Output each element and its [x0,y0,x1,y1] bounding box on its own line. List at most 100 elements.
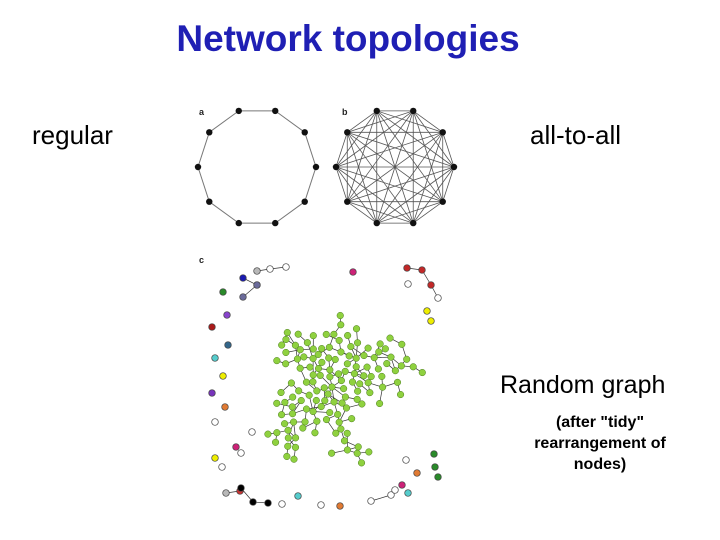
random-node [309,371,317,379]
random-node [321,397,329,405]
complete-edge [346,132,414,224]
isolated-node [223,311,231,319]
random-node [311,429,319,437]
random-node [378,372,386,380]
complete-node [373,219,380,227]
ring-node [272,219,279,227]
ring-edge [304,132,317,168]
random-node [281,420,289,428]
isolated-node [237,449,245,457]
random-node [348,378,357,386]
random-node [381,345,389,353]
complete-edge [347,110,378,133]
random-node [342,404,351,412]
complete-edge [412,132,444,224]
complete-edge [376,110,443,133]
random-node [317,403,325,411]
ring-node [301,129,308,136]
random-node [330,330,338,338]
component-node [239,274,247,282]
component-node [239,293,247,301]
random-node [393,378,402,386]
random-node [418,368,426,377]
random-node [281,398,289,406]
panel-letter-c: c [199,255,205,265]
random-node [287,379,295,387]
ring-edge [208,201,240,224]
random-node [300,353,308,361]
random-node [309,345,317,353]
complete-edge [442,132,455,168]
note-line-2: rearrangement of [534,435,666,452]
isolated-node [211,354,219,362]
isolated-node [402,456,410,464]
random-node [343,446,351,454]
random-node [283,328,291,337]
random-node [344,331,352,340]
random-node [289,393,297,401]
random-node [383,360,391,368]
component-node [367,497,375,505]
complete-edge [335,166,414,224]
random-node [290,418,298,426]
isolated-node [404,489,412,497]
isolated-node [434,473,442,481]
random-node [294,330,302,338]
random-node [337,321,345,329]
random-node [295,387,303,395]
complete-node [439,198,446,205]
isolated-node [208,389,216,397]
random-node [347,343,355,351]
ring-node [312,163,320,171]
complete-edge [335,110,414,168]
random-graph-note: (after "tidy" rearrangement of nodes) [518,412,682,475]
isolated-node [398,481,406,489]
complete-edge [346,132,378,224]
component-node [237,484,245,492]
complete-edge [412,110,443,133]
complete-edge [335,166,348,202]
label-regular: regular [32,120,113,150]
component-node [282,263,290,271]
isolated-node [211,418,219,426]
complete-edge [376,110,455,168]
random-node [326,366,334,374]
random-node [335,418,343,426]
random-node [360,351,368,360]
random-node [309,354,317,363]
random-node [309,378,317,386]
label-random-graph: Random graph [500,371,666,399]
random-node [289,410,297,418]
random-node [354,387,362,395]
slide-title: Network topologies [176,18,520,59]
random-node [367,372,375,381]
component-node [427,281,435,289]
random-node [302,405,311,413]
random-node [322,416,331,424]
random-node [343,429,351,437]
ring-edge [197,132,210,168]
random-node [354,443,362,451]
isolated-node [423,307,431,315]
ring-node [206,129,213,136]
random-node [297,396,305,405]
random-node [314,364,323,373]
random-node [277,388,285,397]
complete-edge [335,166,443,203]
isolated-node [221,403,229,411]
random-node [379,383,387,391]
ring-node [194,163,202,171]
random-node [312,396,320,405]
complete-edge [347,201,378,224]
random-node [374,365,382,373]
ring-node [206,198,213,205]
random-node [358,400,366,408]
complete-edge [347,131,455,168]
random-node [306,363,314,371]
complete-node [373,107,380,115]
random-node [332,429,340,437]
random-node [302,378,310,386]
random-node [387,353,395,361]
random-node [356,380,364,388]
random-node [376,340,384,348]
